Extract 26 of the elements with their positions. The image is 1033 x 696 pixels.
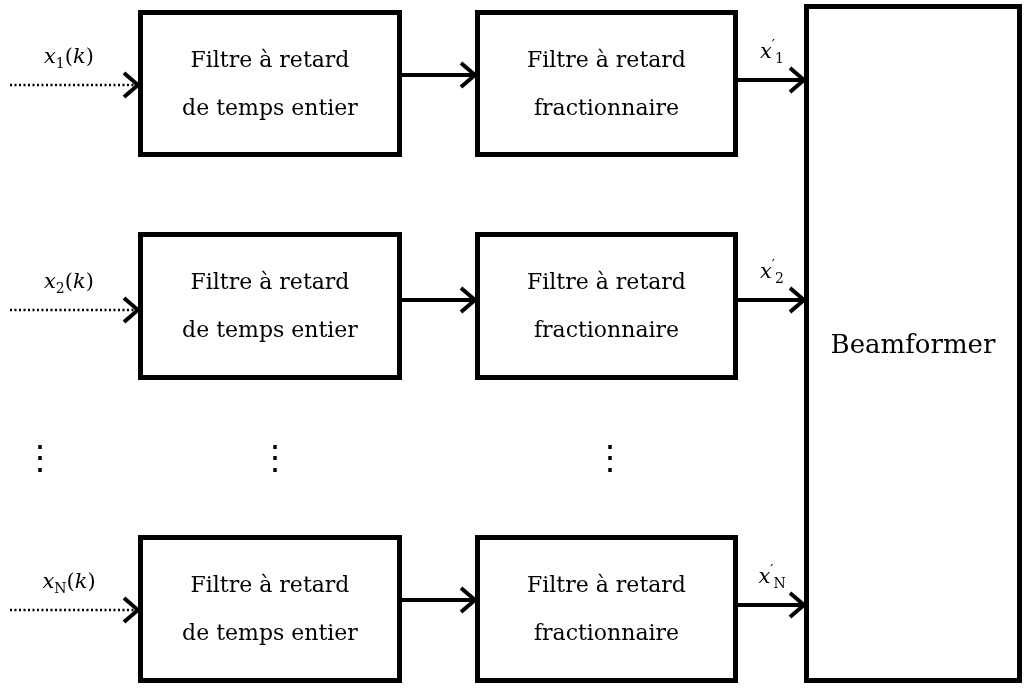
arrow xyxy=(10,296,140,324)
continuation-dots: ⋮ xyxy=(593,440,627,474)
arrow xyxy=(738,591,806,619)
box-text: Beamformer xyxy=(830,327,996,361)
filter-box xyxy=(475,10,738,157)
filter-box xyxy=(475,535,738,683)
arrow xyxy=(10,71,140,99)
arrow xyxy=(402,286,477,314)
continuation-dots: ⋮ xyxy=(258,440,292,474)
filter-box xyxy=(138,10,402,157)
arrow xyxy=(738,66,806,94)
filter-box xyxy=(138,232,402,380)
arrow xyxy=(402,61,477,89)
arrow xyxy=(10,596,140,624)
box-text: Filtre à retard de temps entier xyxy=(181,45,359,122)
box-text: Filtre à retard fractionnaire xyxy=(526,268,687,344)
box-text: Filtre à retard de temps entier xyxy=(181,571,359,647)
filter-box xyxy=(475,232,738,380)
box-text: Filtre à retard fractionnaire xyxy=(526,571,687,647)
beamformer-box xyxy=(804,4,1022,683)
filter-box xyxy=(138,535,402,683)
box-text: Filtre à retard de temps entier xyxy=(181,268,359,344)
continuation-dots: ⋮ xyxy=(23,440,57,474)
arrow xyxy=(738,286,806,314)
box-text: Filtre à retard fractionnaire xyxy=(526,45,687,122)
arrow xyxy=(402,586,477,614)
